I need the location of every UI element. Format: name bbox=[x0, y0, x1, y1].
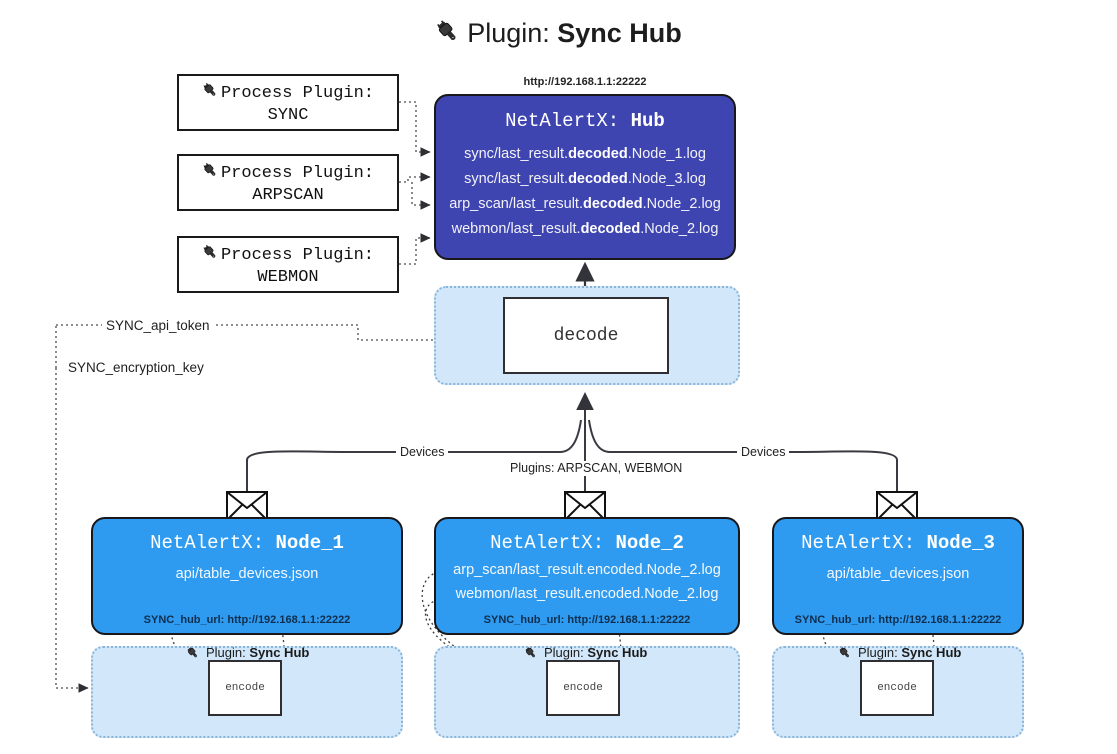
process-plugin-line1: Process Plugin: bbox=[179, 82, 397, 106]
edge-label-plugins-center: Plugins: ARPSCAN, WEBMON bbox=[506, 461, 687, 476]
hub-title-name: Hub bbox=[630, 110, 665, 132]
process-plugin-box-sync[interactable]: Process Plugin: SYNC bbox=[177, 74, 399, 131]
hub-log-list: sync/last_result.decoded.Node_1.log sync… bbox=[436, 142, 734, 242]
node-row: api/table_devices.json bbox=[175, 566, 319, 582]
plug-icon bbox=[186, 646, 200, 664]
node-row: api/table_devices.json bbox=[826, 566, 970, 582]
plugin-label-node-2: Plugin: Sync Hub bbox=[524, 645, 647, 664]
encode-box-node-3[interactable]: encode bbox=[860, 660, 934, 716]
hub-log-row: arp_scan/last_result.decoded.Node_2.log bbox=[449, 196, 721, 212]
edge-label-devices-left: Devices bbox=[396, 445, 449, 460]
process-plugin-line1: Process Plugin: bbox=[179, 244, 397, 268]
node-box-node-1[interactable]: NetAlertX: Node_1 api/table_devices.json… bbox=[91, 517, 403, 635]
node-box-node-2[interactable]: NetAlertX: Node_2 arp_scan/last_result.e… bbox=[434, 517, 740, 635]
plugin-label-node-3: Plugin: Sync Hub bbox=[838, 645, 961, 664]
plug-icon bbox=[202, 244, 219, 268]
node-title-name: Node_1 bbox=[275, 532, 344, 554]
node-title-name: Node_2 bbox=[615, 532, 684, 554]
plugin-label-name: Sync Hub bbox=[249, 645, 310, 660]
hub-title-prefix: NetAlertX: bbox=[505, 110, 631, 132]
node-row: webmon/last_result.encoded.Node_2.log bbox=[455, 586, 719, 602]
encode-box-node-2[interactable]: encode bbox=[546, 660, 620, 716]
node-row-list: api/table_devices.json bbox=[774, 562, 1022, 586]
hub-log-row: sync/last_result.decoded.Node_3.log bbox=[464, 171, 706, 187]
plugin-label-prefix: Plugin: bbox=[544, 645, 588, 660]
envelope-icon bbox=[876, 491, 918, 521]
process-plugin-title: Process Plugin: bbox=[220, 164, 375, 183]
plug-icon bbox=[202, 82, 219, 106]
plug-icon bbox=[838, 646, 852, 664]
node-footer: SYNC_hub_url: http://192.168.1.1:22222 bbox=[794, 614, 1002, 626]
node-title: NetAlertX: Node_3 bbox=[774, 532, 1022, 554]
node-box-node-3[interactable]: NetAlertX: Node_3 api/table_devices.json… bbox=[772, 517, 1024, 635]
var-label-sync-api-token: SYNC_api_token bbox=[102, 318, 214, 334]
hub-log-row: webmon/last_result.decoded.Node_2.log bbox=[451, 221, 719, 237]
plugin-label-prefix: Plugin: bbox=[206, 645, 250, 660]
node-row-list: api/table_devices.json bbox=[93, 562, 401, 586]
plug-icon bbox=[435, 19, 461, 53]
node-title-prefix: NetAlertX: bbox=[150, 532, 276, 554]
decode-box[interactable]: decode bbox=[503, 297, 669, 374]
edge-label-devices-right: Devices bbox=[737, 445, 790, 460]
process-plugin-name: WEBMON bbox=[257, 268, 319, 287]
hub-title: NetAlertX: Hub bbox=[436, 110, 734, 132]
process-plugin-name: ARPSCAN bbox=[252, 186, 324, 205]
process-plugin-box-arpscan[interactable]: Process Plugin: ARPSCAN bbox=[177, 154, 399, 211]
hub-log-row: sync/last_result.decoded.Node_1.log bbox=[464, 146, 706, 162]
process-plugin-title: Process Plugin: bbox=[220, 84, 375, 103]
process-plugin-title: Process Plugin: bbox=[220, 246, 375, 265]
var-label-sync-encryption-key: SYNC_encryption_key bbox=[64, 360, 208, 376]
page-title: Plugin: Sync Hub bbox=[0, 16, 1117, 53]
process-plugin-box-webmon[interactable]: Process Plugin: WEBMON bbox=[177, 236, 399, 293]
plug-icon bbox=[202, 162, 219, 186]
node-title-name: Node_3 bbox=[926, 532, 995, 554]
node-footer: SYNC_hub_url: http://192.168.1.1:22222 bbox=[143, 614, 351, 626]
node-title-prefix: NetAlertX: bbox=[490, 532, 616, 554]
plugin-label-prefix: Plugin: bbox=[858, 645, 902, 660]
envelope-icon bbox=[226, 491, 268, 521]
page-title-name: Sync Hub bbox=[557, 18, 682, 48]
process-plugin-line1: Process Plugin: bbox=[179, 162, 397, 186]
node-title-prefix: NetAlertX: bbox=[801, 532, 927, 554]
plugin-label-node-1: Plugin: Sync Hub bbox=[186, 645, 309, 664]
hub-url-label: http://192.168.1.1:22222 bbox=[523, 76, 647, 88]
encode-box-node-1[interactable]: encode bbox=[208, 660, 282, 716]
node-row-list: arp_scan/last_result.encoded.Node_2.log … bbox=[436, 558, 738, 606]
process-plugin-name: SYNC bbox=[267, 106, 309, 125]
plug-icon bbox=[524, 646, 538, 664]
node-title: NetAlertX: Node_1 bbox=[93, 532, 401, 554]
node-footer: SYNC_hub_url: http://192.168.1.1:22222 bbox=[483, 614, 691, 626]
page-title-prefix: Plugin: bbox=[467, 18, 558, 48]
hub-box[interactable]: NetAlertX: Hub sync/last_result.decoded.… bbox=[434, 94, 736, 260]
plugin-label-name: Sync Hub bbox=[901, 645, 962, 660]
node-title: NetAlertX: Node_2 bbox=[436, 532, 738, 554]
node-row: arp_scan/last_result.encoded.Node_2.log bbox=[453, 562, 721, 578]
plugin-label-name: Sync Hub bbox=[587, 645, 648, 660]
